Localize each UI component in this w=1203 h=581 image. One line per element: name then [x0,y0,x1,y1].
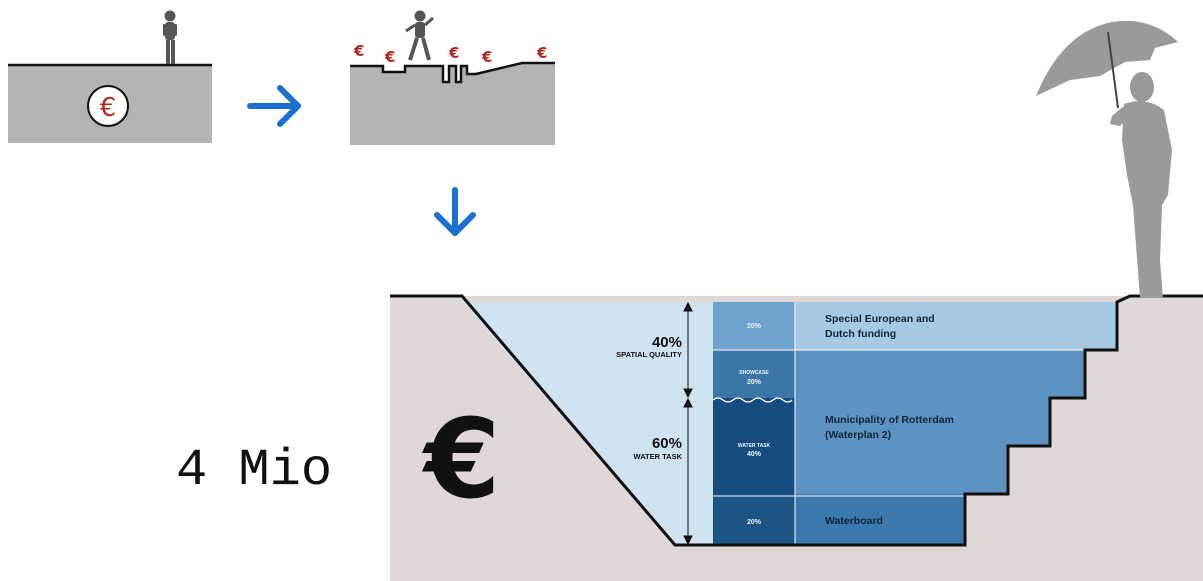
segment-showcase-title: SHOWCASE [739,370,769,376]
down-arrow-icon [434,187,476,236]
euro-symbol-large: € [421,395,501,523]
segment-water-task-title: WATER TASK [738,443,771,449]
euro-small-1: € [353,42,364,60]
segment-bottom-label: 20% [747,519,762,526]
euro-small-4: € [481,48,492,66]
panel-pocketed-ground: € € € € € [350,10,555,145]
funding-waterboard: Waterboard [825,515,883,527]
child-figure-icon [163,10,177,64]
total-amount: 4 Mio [176,441,332,500]
segment-water-task-value: 40% [747,451,762,458]
pct-spatial-quality: 40% [652,334,682,351]
euro-coin-icon [87,85,129,127]
funding-municipality-line1: Municipality of Rotterdam [825,414,954,426]
segment-showcase-value: 20% [747,379,762,386]
bracket-spatial-quality [683,301,693,399]
euro-small-2: € [384,48,395,66]
right-arrow-icon [247,85,301,127]
funding-european-line1: Special European and [825,313,935,325]
euro-coin-symbol: € [100,93,117,123]
funding-european-line2: Dutch funding [825,328,896,340]
basin-cross-section [390,294,1203,581]
label-spatial-quality: SPATIAL QUALITY [616,350,682,359]
child-figure-icon [405,10,434,61]
funding-municipality-line2: (Waterplan 2) [825,429,891,441]
label-water-task: WATER TASK [634,452,683,461]
panel-flat-ground: € [8,10,212,143]
terrain-outline [390,294,1203,547]
person-umbrella-icon [1036,20,1178,298]
segment-top-label: 20% [747,323,762,330]
euro-small-3: € [448,44,459,62]
bracket-water-task [683,397,693,546]
euro-small-5: € [536,44,547,62]
pct-water-task: 60% [652,435,682,452]
